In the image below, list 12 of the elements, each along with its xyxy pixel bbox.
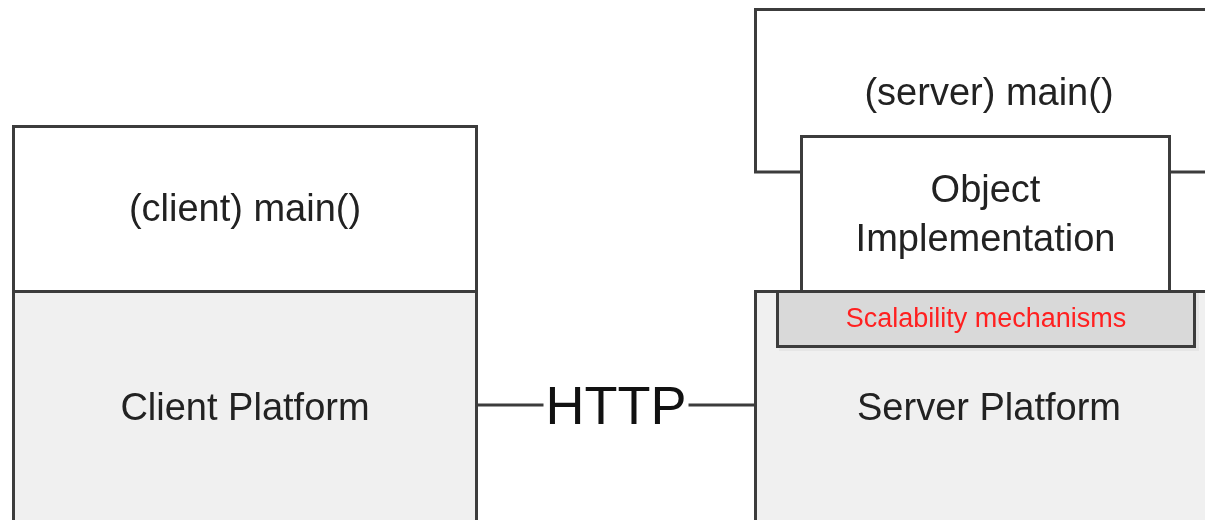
node-label: (client) main() [128,186,362,232]
node-label: (server) main() [864,70,1114,116]
mechanism-bar [776,290,1196,348]
node-label: Object Implementation [854,166,1117,261]
node-label: Client Platform [120,385,370,431]
function-box [754,8,1205,135]
node-label: Scalability mechanisms [845,302,1127,336]
function-box [12,125,478,293]
platform-box [754,290,1205,520]
platform-box [12,290,478,520]
node-label: Server Platform [857,385,1121,431]
component-box [800,135,1171,293]
